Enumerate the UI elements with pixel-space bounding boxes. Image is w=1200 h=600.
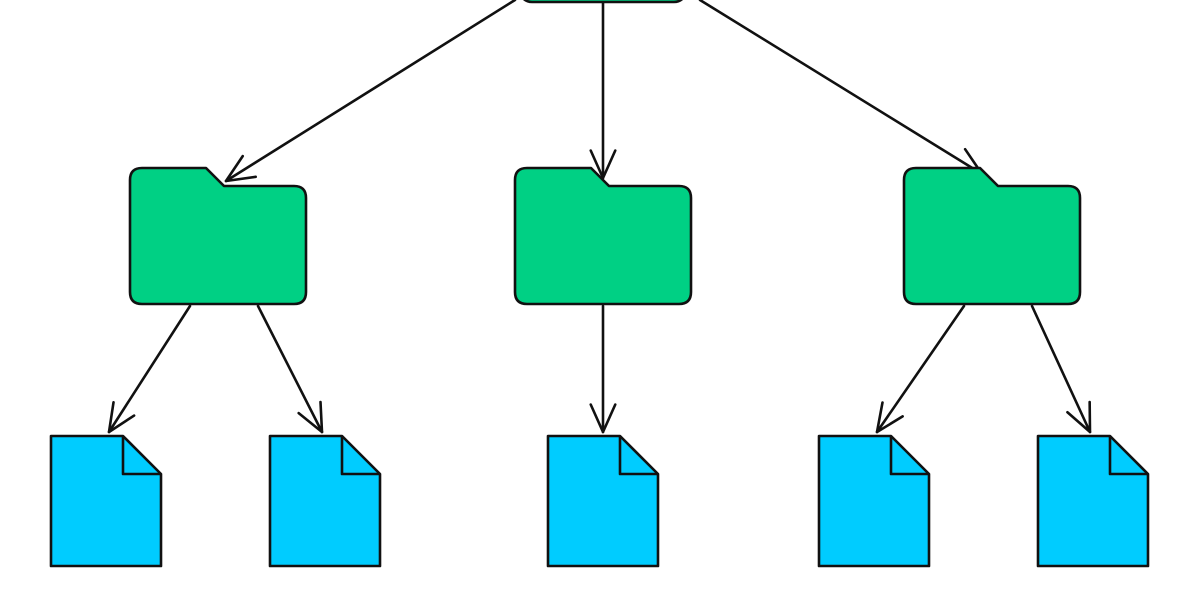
file-icon — [268, 434, 382, 568]
file-icon — [1036, 434, 1150, 568]
edge-folder-1-to-file-2 — [256, 304, 324, 434]
edge-folder-3-to-file-2 — [1030, 304, 1092, 434]
edge-folder-1-to-file-2-arrowhead — [297, 400, 324, 434]
file-fold — [340, 436, 380, 476]
file-body — [49, 434, 163, 568]
edge-root-to-folder-2-arrowhead — [589, 149, 617, 180]
edge-folder-1-to-file-1 — [107, 304, 192, 434]
file-body — [546, 434, 660, 568]
file-fold — [889, 436, 929, 476]
folder-icon — [128, 166, 308, 306]
file-fold — [618, 436, 658, 476]
file-body — [268, 434, 382, 568]
edge-folder-3-to-file-2-arrowhead — [1066, 400, 1092, 434]
root-folder-icon — [522, 0, 684, 4]
file-icon — [546, 434, 660, 568]
edge-folder-3-to-file-1-arrowhead — [875, 401, 904, 434]
edge-folder-3-to-file-1 — [875, 304, 966, 434]
file-body — [817, 434, 931, 568]
folder-icon — [902, 166, 1082, 306]
file-body — [1036, 434, 1150, 568]
file-icon — [817, 434, 931, 568]
file-fold — [121, 436, 161, 476]
edge-root-to-folder-1 — [224, 0, 517, 183]
edge-folder-2-to-file-1-arrowhead — [589, 403, 617, 434]
nodes — [49, 0, 1150, 568]
edge-root-to-folder-3 — [698, 0, 984, 176]
file-fold — [1108, 436, 1148, 476]
folder-icon — [513, 166, 693, 306]
file-icon — [49, 434, 163, 568]
edge-folder-1-to-file-1-arrowhead — [107, 401, 136, 434]
edge-root-to-folder-1-arrowhead — [224, 154, 258, 183]
